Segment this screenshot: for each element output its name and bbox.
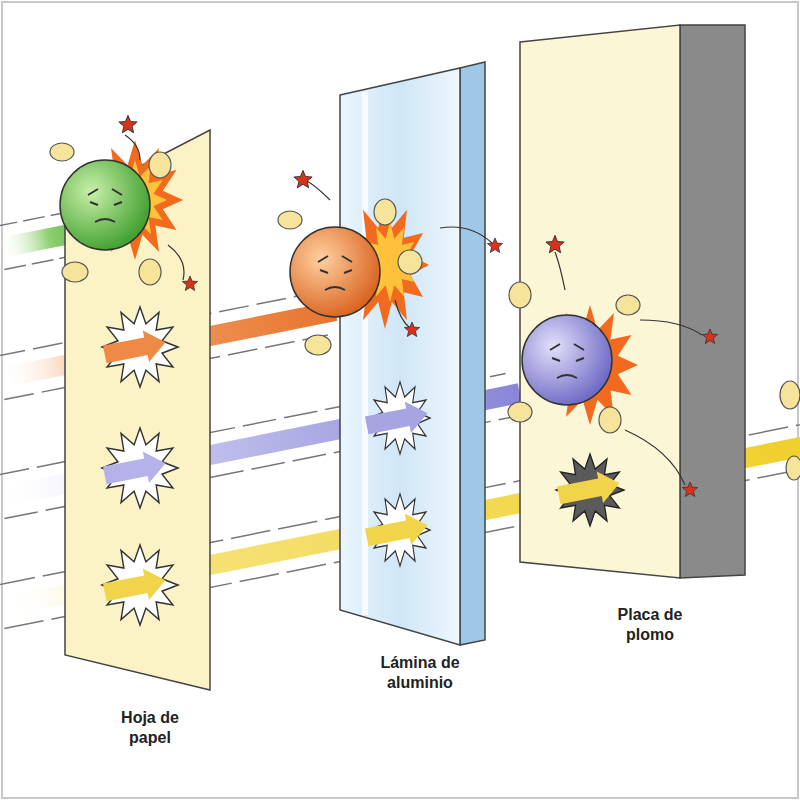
gamma-particle — [508, 235, 718, 496]
material-label: Hoja de papel — [104, 708, 196, 748]
lead-plate — [520, 25, 745, 578]
aluminium-holes — [364, 382, 431, 566]
lead-hole — [556, 454, 624, 526]
alpha-particle — [50, 115, 198, 290]
beta-particle — [278, 170, 503, 355]
aluminium-sheet — [340, 62, 485, 645]
material-label: Placa de plomo — [608, 605, 692, 645]
paper-holes — [102, 307, 178, 625]
exiting-particle — [780, 381, 800, 480]
material-label: Lámina de aluminio — [370, 653, 470, 693]
